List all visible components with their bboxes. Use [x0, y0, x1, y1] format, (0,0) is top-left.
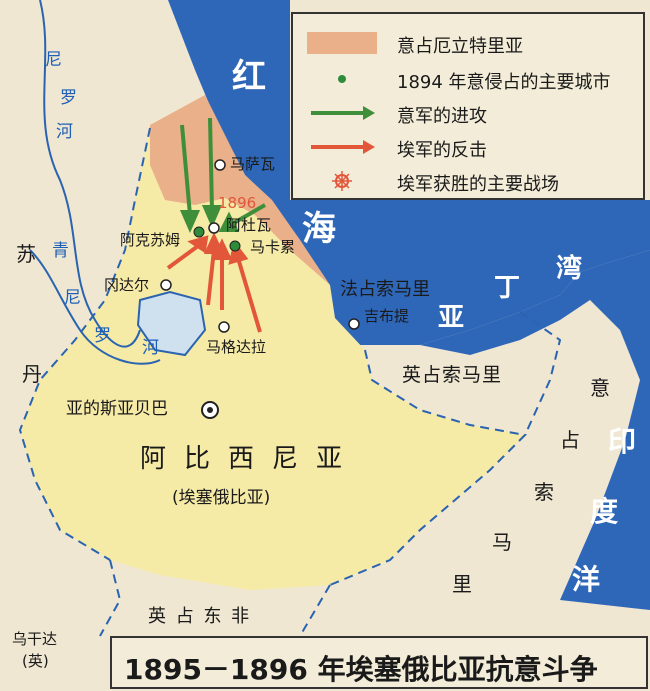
legend-swatch-eritrea: [307, 32, 377, 54]
djibouti-marker: [348, 318, 360, 330]
nile-label-1: 尼: [45, 50, 62, 70]
italian-somaliland-label-4: 马: [492, 530, 514, 554]
nile-river: [39, 0, 141, 348]
nile-label-3: 河: [56, 122, 73, 142]
blue-nile-label-2: 尼: [64, 288, 81, 308]
legend-city-dot: [338, 75, 346, 83]
djibouti-label: 吉布提: [364, 307, 410, 325]
border-somaliland: [519, 311, 562, 436]
italian-somaliland-label-1: 意: [590, 376, 612, 400]
legend-label-battlefield: 埃军获胜的主要战场: [397, 174, 559, 195]
legend-item-eritrea: 意占厄立特里亚: [293, 28, 643, 58]
blue-nile-label-1: 青: [52, 241, 69, 261]
addis-ababa-marker-center: [207, 407, 213, 413]
italian-attack-arrows: [179, 117, 266, 233]
massawa-label: 马萨瓦: [230, 155, 276, 173]
indian-ocean-label-2: 度: [590, 495, 619, 528]
legend-label-cities: 1894 年意侵占的主要城市: [397, 72, 611, 93]
ethiopia-note-label: (埃塞俄比亚): [172, 488, 271, 508]
aksum-marker: [193, 226, 205, 238]
massawa-marker: [214, 159, 226, 171]
red-sea-label-2: 海: [302, 209, 336, 249]
map-title: 1895－1896 年埃塞俄比亚抗意斗争: [124, 653, 598, 686]
battle-year-label: 1896: [218, 194, 257, 212]
legend-label-eritrea: 意占厄立特里亚: [397, 36, 523, 57]
map-legend: 意占厄立特里亚 1894 年意侵占的主要城市 意军的进攻 埃军的反击 埃军获胜的…: [291, 12, 645, 200]
legend-item-battlefield: 埃军获胜的主要战场: [293, 166, 643, 196]
aksum-label: 阿克苏姆: [120, 231, 181, 249]
eritrea-territory: [150, 95, 330, 285]
gulf-label-2: 丁: [494, 273, 521, 303]
magdala-label: 马格达拉: [206, 338, 267, 356]
french-somaliland-label: 法占索马里: [340, 279, 430, 300]
uganda-note-label: (英): [22, 652, 49, 670]
magdala-marker: [218, 321, 230, 333]
legend-item-cities: 1894 年意侵占的主要城市: [293, 64, 643, 94]
ethiopia-territory: [20, 128, 525, 590]
map-title-box: 1895－1896 年埃塞俄比亚抗意斗争: [110, 636, 648, 689]
gulf-label-1: 亚: [438, 303, 465, 333]
sudan-label-2: 丹: [22, 362, 44, 386]
abyssinia-label: 阿比西尼亚: [140, 444, 361, 474]
blue-nile-label-3: 罗: [94, 326, 111, 346]
adwa-label: 阿杜瓦: [226, 216, 272, 234]
addis-ababa-label: 亚的斯亚贝巴: [66, 399, 168, 419]
nile-label-2: 罗: [60, 88, 77, 108]
british-east-africa-label: 英 占 东 非: [148, 606, 252, 627]
border-kenya: [99, 559, 331, 637]
legend-red-arrow: [311, 140, 375, 154]
legend-green-arrow: [311, 106, 375, 120]
battle-star-icon: [332, 171, 352, 191]
ethiopian-counter-arrows: [166, 232, 262, 333]
mekele-marker: [229, 240, 241, 252]
red-sea: [168, 0, 650, 345]
italian-somaliland-label-5: 里: [452, 572, 474, 596]
legend-item-ethiopian-counter: 埃军的反击: [293, 132, 643, 162]
adwa-marker: [208, 222, 220, 234]
italian-somaliland-label-3: 索: [534, 480, 556, 504]
sudan-label-1: 苏: [16, 242, 38, 266]
legend-label-italian-attack: 意军的进攻: [397, 106, 487, 127]
gondar-marker: [160, 279, 172, 291]
gulf-label-3: 湾: [556, 254, 583, 284]
indian-ocean-label-1: 印: [608, 425, 637, 458]
lake-tana: [136, 290, 207, 357]
blue-nile-label-4: 河: [142, 338, 159, 358]
legend-label-ethiopian-counter: 埃军的反击: [397, 140, 487, 161]
indian-ocean: [420, 250, 650, 610]
legend-item-italian-attack: 意军的进攻: [293, 98, 643, 128]
city-markers: [160, 159, 360, 419]
red-sea-label-1: 红: [232, 57, 266, 97]
mekele-label: 马卡累: [250, 238, 296, 256]
gondar-label: 冈达尔: [104, 276, 150, 294]
blue-nile-river: [29, 249, 161, 365]
british-somaliland-label: 英占索马里: [402, 364, 503, 386]
indian-ocean-label-3: 洋: [572, 563, 601, 596]
italian-somaliland-label-2: 占: [560, 428, 582, 452]
uganda-label: 乌干达: [12, 630, 58, 648]
